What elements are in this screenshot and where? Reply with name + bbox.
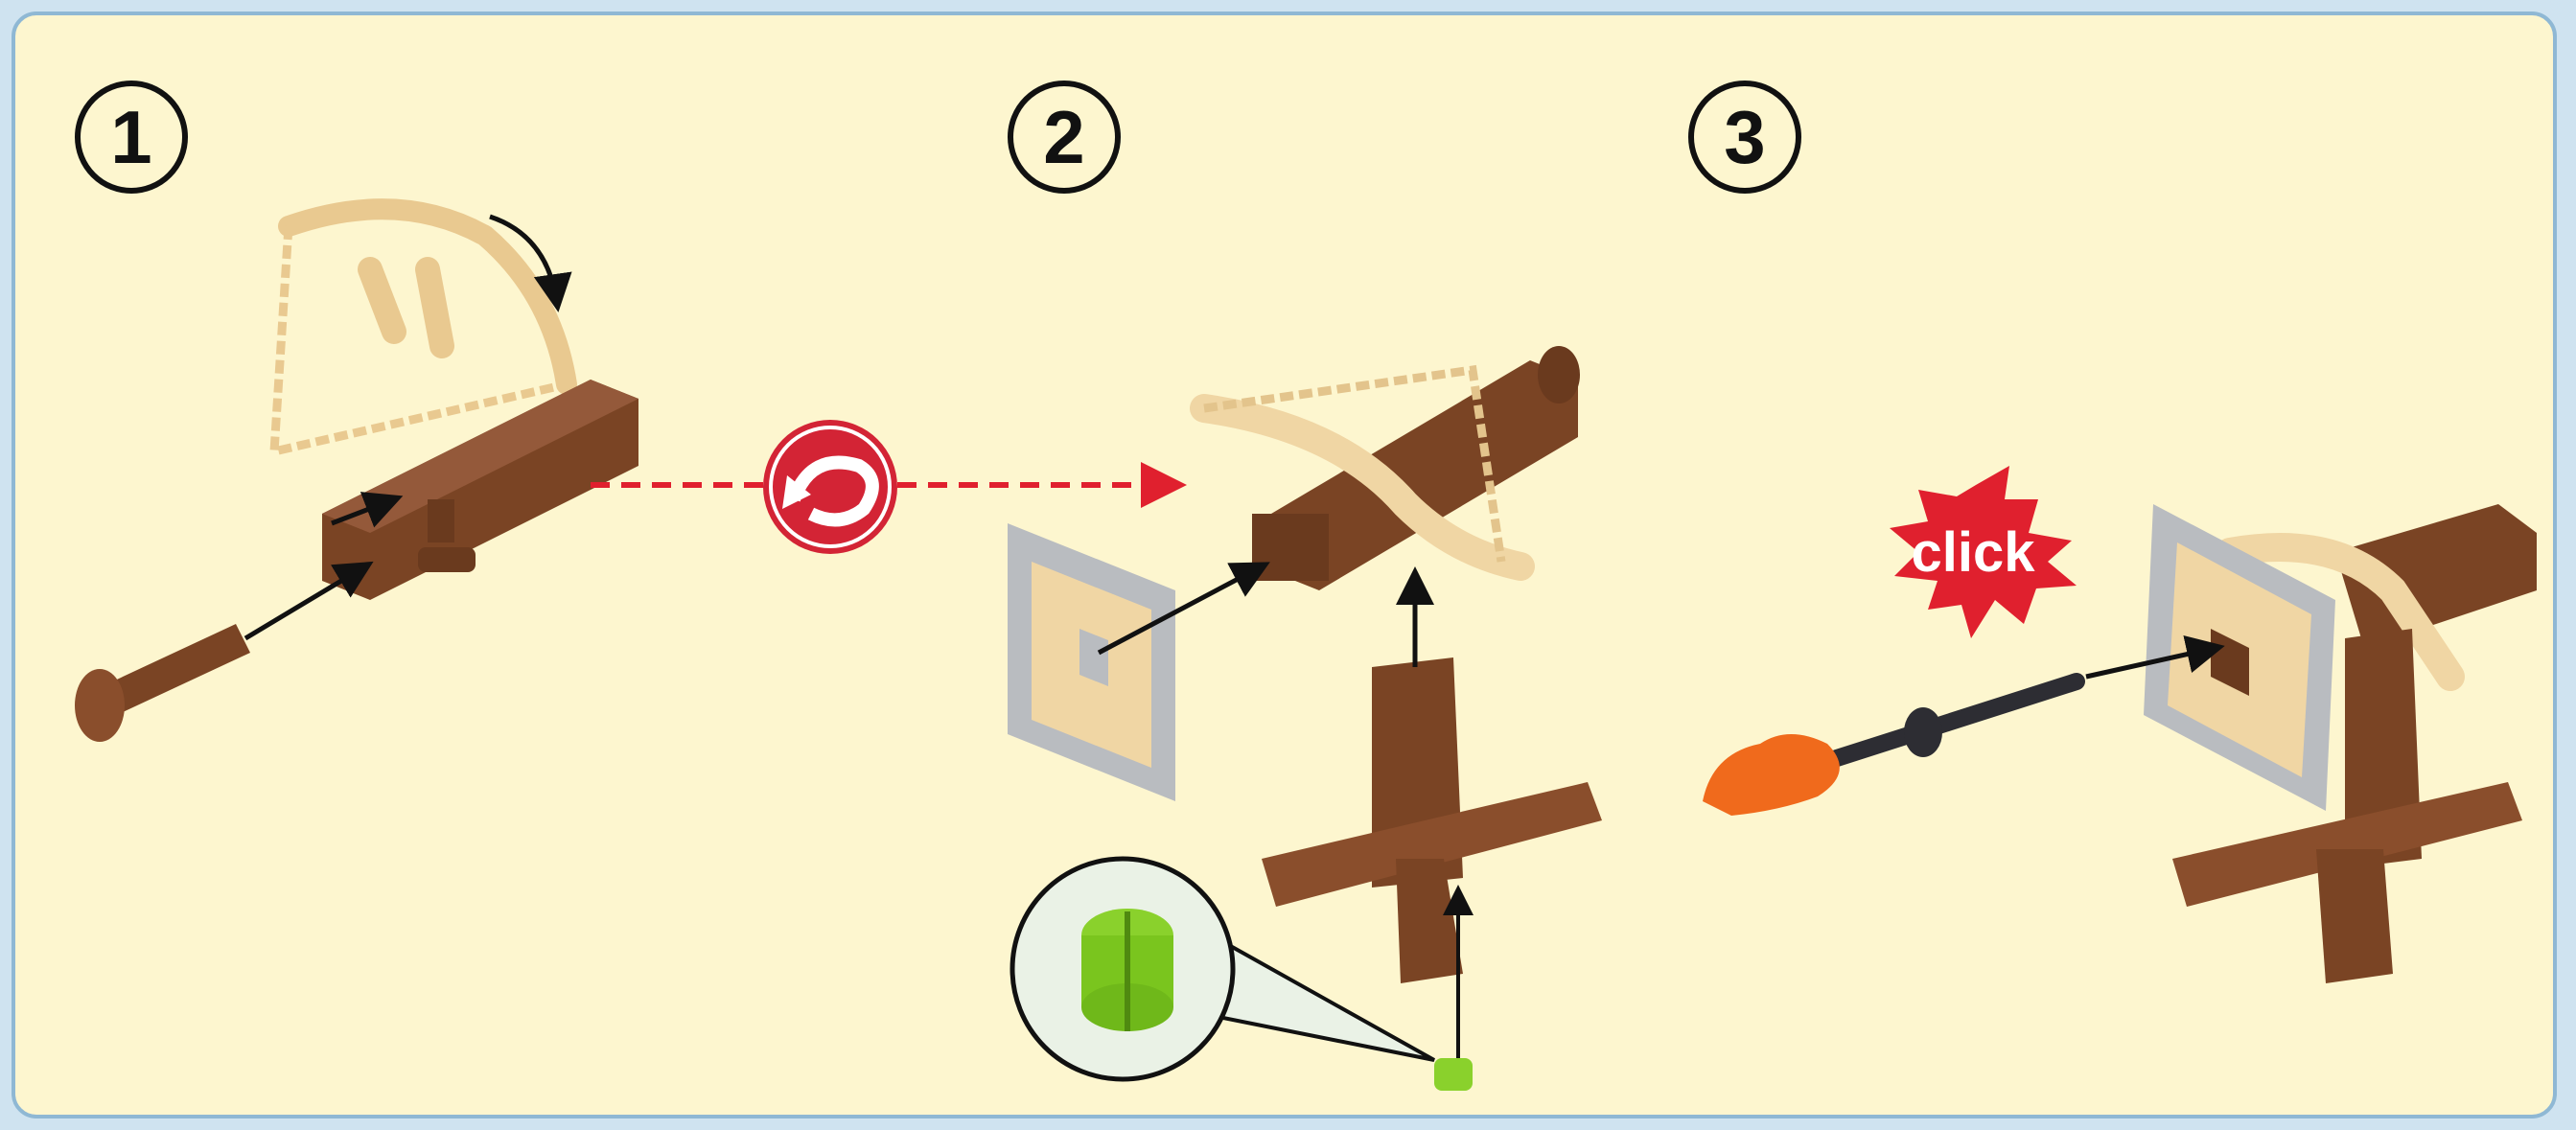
instruction-panel: 1 2 3 (12, 12, 2557, 1118)
assembly-illustration: click (15, 15, 2557, 1118)
flame-icon (1703, 734, 1840, 816)
click-label: click (1912, 521, 2036, 584)
rotate-icon (763, 420, 897, 554)
step-2-illustration (1008, 346, 1602, 1091)
click-starburst: click (1890, 466, 2077, 638)
connector-pin-zoomed (1081, 909, 1173, 1031)
stand-base (1262, 657, 1602, 983)
arrow-icon (245, 566, 365, 638)
connector-pin (1434, 1058, 1473, 1091)
shield-plate (1008, 523, 1175, 801)
step-3-illustration: click (1703, 466, 2537, 983)
step-1-illustration (75, 209, 638, 742)
crossbow-assembly (1204, 346, 1580, 590)
crossbow-stock (322, 380, 638, 600)
fire-arrow (1703, 681, 2077, 816)
axle-peg (75, 624, 250, 742)
